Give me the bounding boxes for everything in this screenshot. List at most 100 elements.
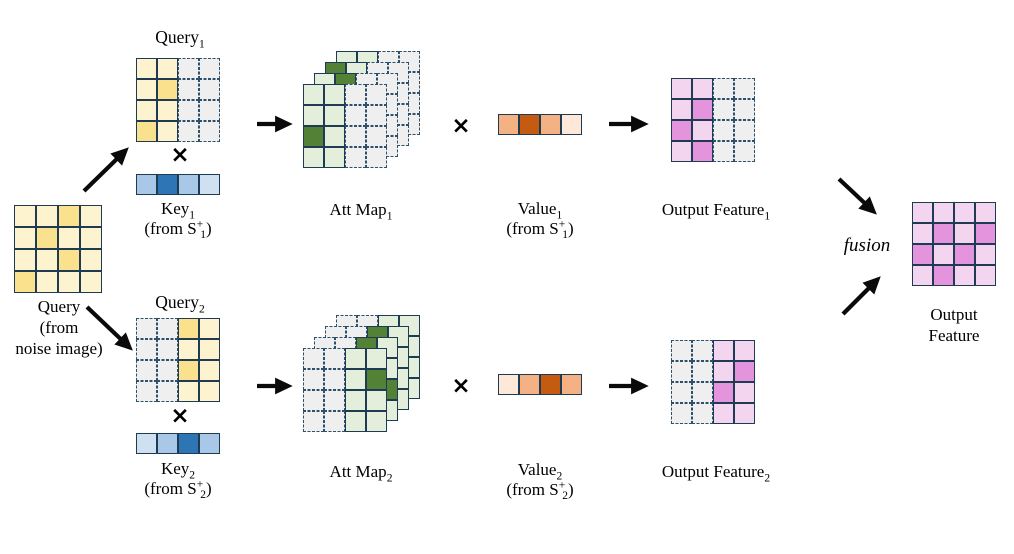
grid-cell xyxy=(366,147,387,168)
grid-cell xyxy=(975,265,996,286)
grid-cell xyxy=(933,244,954,265)
source-query-grid xyxy=(14,205,102,293)
grid-cell xyxy=(561,374,582,395)
grid-cell xyxy=(14,271,36,293)
grid-cell xyxy=(692,99,713,120)
final-output-grid xyxy=(912,202,996,286)
key1-row xyxy=(136,174,220,195)
grid-cell xyxy=(734,382,755,403)
grid-cell xyxy=(136,79,157,100)
attmap2-layer-front xyxy=(303,348,387,432)
grid-cell xyxy=(713,340,734,361)
grid-cell xyxy=(136,360,157,381)
output-feature1-grid xyxy=(671,78,755,162)
query1-grid xyxy=(136,58,220,142)
arrow-query-to-query1 xyxy=(82,147,129,193)
grid-cell xyxy=(157,360,178,381)
grid-cell xyxy=(303,369,324,390)
grid-cell xyxy=(713,120,734,141)
attmap1-stack xyxy=(303,51,423,168)
grid-cell xyxy=(324,126,345,147)
grid-cell xyxy=(734,361,755,382)
grid-cell xyxy=(199,318,220,339)
key2-label: Key2 (from S+2) xyxy=(144,459,212,502)
grid-cell xyxy=(14,205,36,227)
grid-cell xyxy=(671,99,692,120)
attmap1-label: Att Map1 xyxy=(329,200,393,223)
grid-cell xyxy=(157,318,178,339)
grid-cell xyxy=(912,265,933,286)
grid-cell xyxy=(692,120,713,141)
output-feature2-grid xyxy=(671,340,755,424)
grid-cell xyxy=(324,105,345,126)
grid-cell xyxy=(157,58,178,79)
grid-cell xyxy=(345,390,366,411)
grid-cell xyxy=(303,390,324,411)
value2-row xyxy=(498,374,582,395)
grid-cell xyxy=(713,141,734,162)
arrow-output2-to-fusion xyxy=(841,276,881,316)
key2-row xyxy=(136,433,220,454)
grid-cell xyxy=(178,121,199,142)
grid-cell xyxy=(671,78,692,99)
output-feature2-label: Output Feature2 xyxy=(661,462,771,485)
grid-cell xyxy=(912,202,933,223)
grid-cell xyxy=(303,126,324,147)
grid-cell xyxy=(713,99,734,120)
grid-cell xyxy=(157,79,178,100)
grid-cell xyxy=(136,433,157,454)
grid-cell xyxy=(954,244,975,265)
grid-cell xyxy=(692,361,713,382)
grid-cell xyxy=(303,105,324,126)
grid-cell xyxy=(136,58,157,79)
grid-cell xyxy=(136,174,157,195)
grid-cell xyxy=(80,205,102,227)
grid-cell xyxy=(540,374,561,395)
grid-cell xyxy=(199,433,220,454)
grid-cell xyxy=(954,202,975,223)
grid-cell xyxy=(157,339,178,360)
output-feature1-label: Output Feature1 xyxy=(661,200,771,223)
grid-cell xyxy=(671,382,692,403)
grid-cell xyxy=(692,403,713,424)
grid-cell xyxy=(366,390,387,411)
source-query-label: Query (from noise image) xyxy=(15,297,103,358)
multiply-symbol-av2: × xyxy=(451,373,471,399)
grid-cell xyxy=(671,361,692,382)
grid-cell xyxy=(713,361,734,382)
grid-cell xyxy=(671,141,692,162)
grid-cell xyxy=(58,271,80,293)
grid-cell xyxy=(345,126,366,147)
grid-cell xyxy=(975,244,996,265)
grid-cell xyxy=(80,271,102,293)
grid-cell xyxy=(324,348,345,369)
grid-cell xyxy=(324,411,345,432)
grid-cell xyxy=(14,249,36,271)
grid-cell xyxy=(366,84,387,105)
attmap2-stack xyxy=(303,315,423,432)
grid-cell xyxy=(136,121,157,142)
grid-cell xyxy=(713,78,734,99)
grid-cell xyxy=(157,100,178,121)
grid-cell xyxy=(366,411,387,432)
grid-cell xyxy=(692,78,713,99)
grid-cell xyxy=(36,227,58,249)
grid-cell xyxy=(692,141,713,162)
attmap1-layer-front xyxy=(303,84,387,168)
grid-cell xyxy=(734,403,755,424)
attmap2-label: Att Map2 xyxy=(329,462,393,485)
grid-cell xyxy=(345,348,366,369)
grid-cell xyxy=(178,318,199,339)
grid-cell xyxy=(933,265,954,286)
grid-cell xyxy=(36,249,58,271)
grid-cell xyxy=(734,141,755,162)
grid-cell xyxy=(692,382,713,403)
grid-cell xyxy=(540,114,561,135)
grid-cell xyxy=(303,411,324,432)
grid-cell xyxy=(366,105,387,126)
grid-cell xyxy=(345,369,366,390)
query1-title: Query1 xyxy=(155,27,205,51)
grid-cell xyxy=(366,126,387,147)
grid-cell xyxy=(80,249,102,271)
